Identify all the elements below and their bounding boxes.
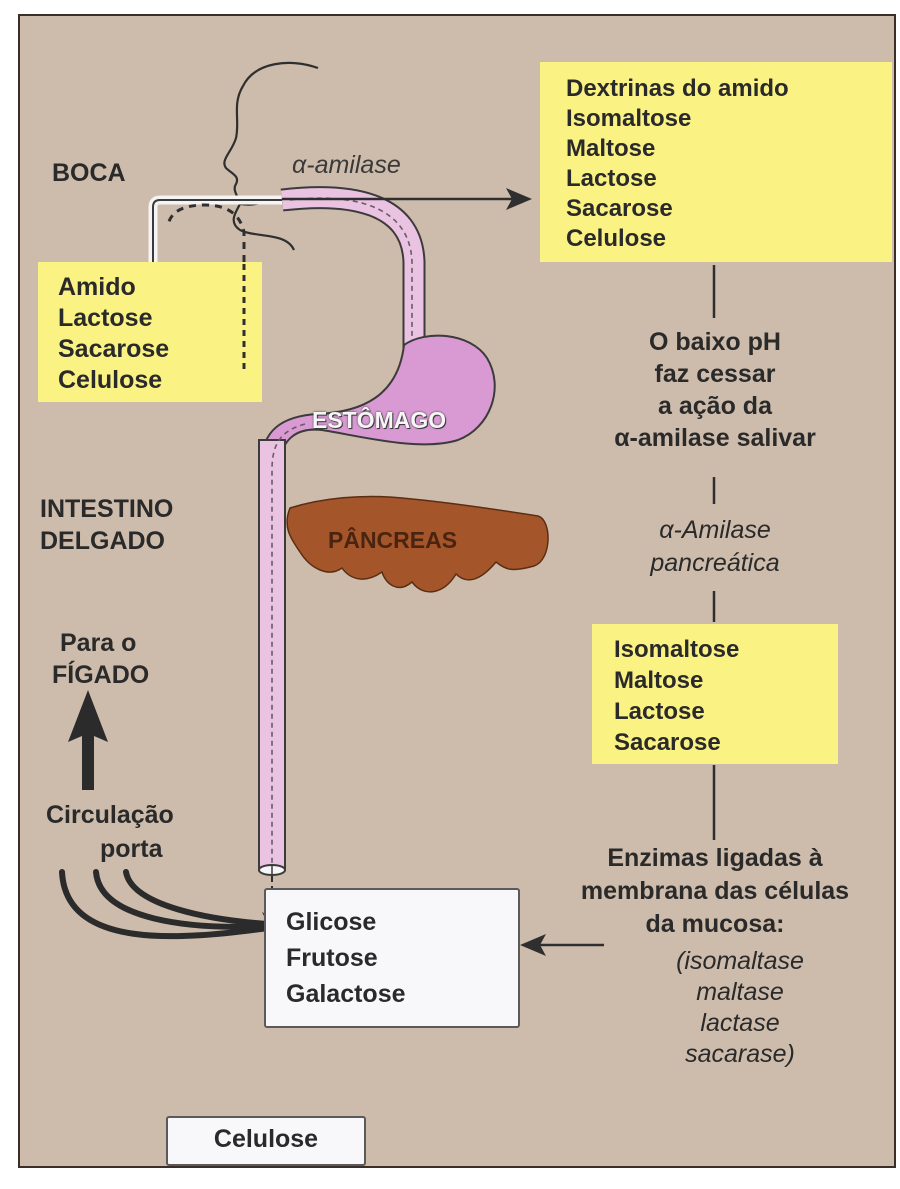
label-porta: porta xyxy=(100,835,163,863)
head-silhouette-icon xyxy=(223,61,319,251)
text-amilase-pancreatica: α-Amilase pancreática xyxy=(600,514,830,580)
text-line: pancreática xyxy=(650,549,780,577)
text-enzimas: Enzimas ligadas à membrana das células d… xyxy=(540,842,890,941)
label-para-o: Para o xyxy=(60,629,137,657)
label-boca: BOCA xyxy=(52,159,126,187)
list-item: Glicose xyxy=(286,908,377,936)
text-line: α-amilase salivar xyxy=(614,424,816,452)
list-item: Lactose xyxy=(58,304,153,332)
text-line: membrana das células xyxy=(580,877,850,905)
list-item: Amido xyxy=(58,273,136,301)
list-item: Isomaltose xyxy=(566,105,692,132)
list-item: Maltose xyxy=(566,135,656,162)
list-item: Maltose xyxy=(614,667,704,694)
list-item: Celulose xyxy=(566,225,667,252)
food-path-dashed xyxy=(166,203,246,262)
box-mouth-input: Amido Lactose Sacarose Celulose xyxy=(38,262,262,402)
text-line: O baixo pH xyxy=(649,328,781,356)
portal-veins-icon xyxy=(59,869,271,940)
text-line: a ação da xyxy=(658,392,772,420)
text-enzimas-list: (isomaltase maltase lactase sacarase) xyxy=(620,946,860,1070)
list-item: Frutose xyxy=(286,944,378,972)
food-dotted-line xyxy=(242,264,246,370)
label-intestino: INTESTINO xyxy=(40,495,174,523)
label-circulacao: Circulação xyxy=(46,801,174,829)
label-figado: FÍGADO xyxy=(52,661,150,689)
text-ph: O baixo pH faz cessar a ação da α-amilas… xyxy=(570,326,860,454)
list-item: Lactose xyxy=(566,165,657,192)
box-pancreas-output: Isomaltose Maltose Lactose Sacarose xyxy=(592,624,838,764)
text-line: α-Amilase xyxy=(659,516,771,544)
list-item: Celulose xyxy=(58,366,163,394)
label-delgado: DELGADO xyxy=(40,527,165,555)
list-item: Sacarose xyxy=(614,729,721,756)
label-pancreas: PÂNCREAS xyxy=(328,527,458,553)
text-line: da mucosa: xyxy=(645,910,785,938)
list-item: Galactose xyxy=(286,980,406,1008)
list-item: Lactose xyxy=(614,698,705,725)
box-absorbed: Glicose Frutose Galactose xyxy=(264,888,520,1028)
list-item: Sacarose xyxy=(58,335,170,363)
up-arrow-icon xyxy=(68,690,108,790)
label-estomago: ESTÔMAGO xyxy=(312,407,447,433)
text-line: lactase xyxy=(700,1009,780,1037)
label-alpha-amilase: α-amilase xyxy=(292,151,401,179)
text-line: maltase xyxy=(696,978,784,1006)
list-item: Dextrinas do amido xyxy=(566,75,789,102)
text-line: Enzimas ligadas à xyxy=(607,844,823,872)
pancreas-icon xyxy=(286,495,549,593)
label-celulose: Celulose xyxy=(213,1125,319,1153)
box-excreted: Celulose xyxy=(166,1116,366,1166)
box-mouth-output: Dextrinas do amido Isomaltose Maltose La… xyxy=(540,62,892,262)
list-item: Sacarose xyxy=(566,195,673,222)
text-line: faz cessar xyxy=(654,360,776,388)
text-line: (isomaltase xyxy=(676,947,804,975)
stomach-icon xyxy=(260,334,496,463)
text-line: sacarase) xyxy=(685,1040,795,1068)
list-item: Isomaltose xyxy=(614,636,740,663)
oral-cavity-outline xyxy=(148,195,282,262)
